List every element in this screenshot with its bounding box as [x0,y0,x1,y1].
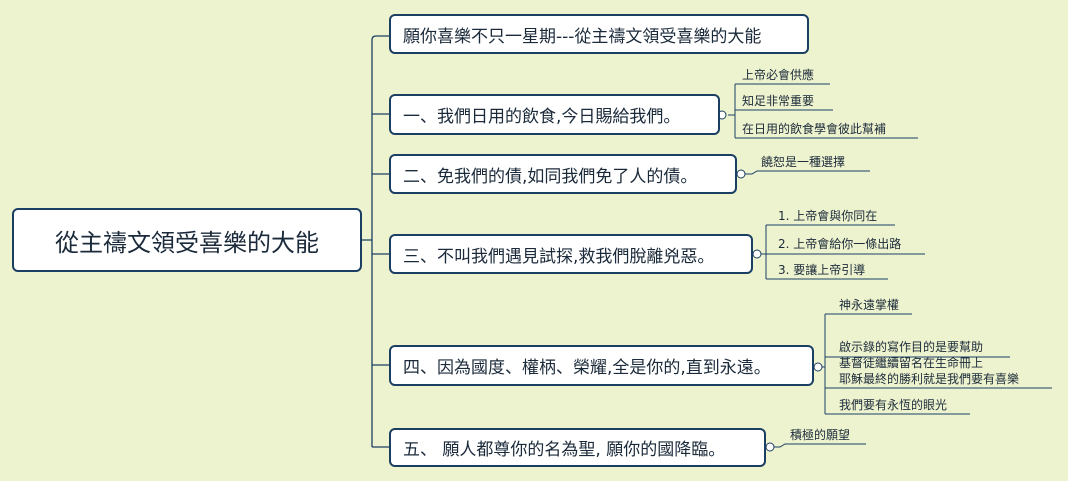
leaf-topic[interactable]: 2. 上帝會給你一條出路 [778,237,902,251]
branch-label: 願你喜樂不只一星期---從主禱文領受喜樂的大能 [403,26,762,47]
branch-node-1[interactable]: 一、我們日用的飲食,今日賜給我們。 [389,94,720,135]
branch-label: 五、 願人都尊你的名為聖, 願你的國降臨。 [403,440,726,460]
leaf-topic[interactable]: 神永遠掌權 [839,298,900,312]
leaf-topic[interactable]: 饒恕是一種選擇 [761,155,846,169]
branch-label: 四、因為國度、權柄、榮耀,全是你的,直到永遠。 [403,358,771,378]
branch-label: 二、免我們的債,如同我們免了人的債。 [403,166,698,187]
leaf-topic[interactable]: 我們要有永恆的眼光 [839,398,948,412]
root-node[interactable]: 從主禱文領受喜樂的大能 [12,208,362,272]
trunk-line [362,35,389,447]
leaf-topic[interactable]: 3. 要讓上帝引導 [778,263,866,277]
leaf-lines-2 [741,170,870,175]
branch-node-3[interactable]: 三、不叫我們遇見試探,救我們脫離兇惡。 [389,234,753,274]
collapse-dot[interactable] [765,442,775,452]
leaf-topic[interactable]: 1. 上帝會與你同在 [778,209,878,223]
collapse-dot[interactable] [813,362,823,372]
branch-label: 三、不叫我們遇見試探,救我們脫離兇惡。 [403,246,715,267]
branch-node-5[interactable]: 五、 願人都尊你的名為聖, 願你的國降臨。 [389,428,766,467]
leaf-topic[interactable]: 積極的願望 [790,428,851,442]
collapse-dot[interactable] [736,169,746,179]
collapse-dot[interactable] [752,249,762,259]
leaf-topic[interactable]: 上帝必會供應 [742,68,815,82]
branch-node-4[interactable]: 四、因為國度、權柄、榮耀,全是你的,直到永遠。 [389,345,814,386]
root-label: 從主禱文領受喜樂的大能 [55,228,319,257]
branch-label: 一、我們日用的飲食,今日賜給我們。 [403,107,681,127]
leaf-topic[interactable]: 啟示錄的寫作目的是要幫助 基督徒繼續留名在生命冊上 [839,340,984,370]
leaf-topic[interactable]: 耶穌最終的勝利就是我們要有喜樂 [839,372,1020,386]
leaf-lines-1 [728,83,918,139]
branch-node-title[interactable]: 願你喜樂不只一星期---從主禱文領受喜樂的大能 [389,14,809,54]
leaf-lines-5 [770,443,866,448]
leaf-topic[interactable]: 在日用的飲食學會彼此幫補 [742,122,887,136]
branch-node-2[interactable]: 二、免我們的債,如同我們免了人的債。 [389,154,737,194]
leaf-topic[interactable]: 知足非常重要 [742,94,815,108]
